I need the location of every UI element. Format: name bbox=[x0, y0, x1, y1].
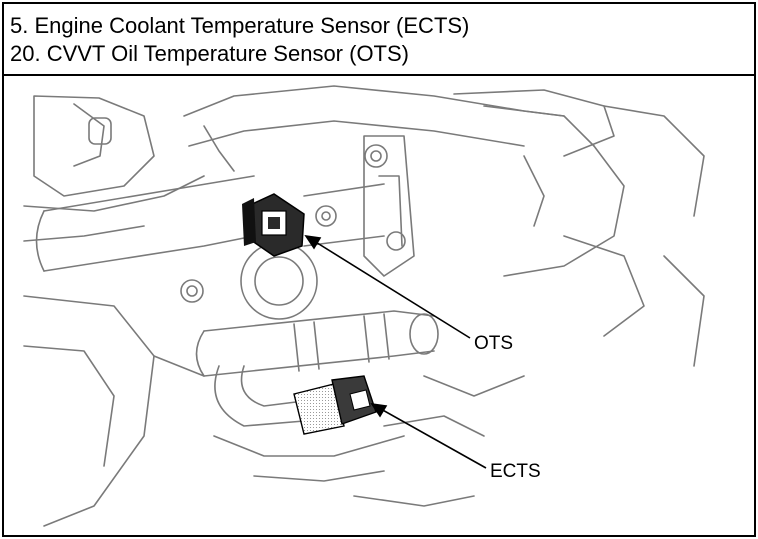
ots-leader-line bbox=[305, 235, 471, 339]
ects-leader-line bbox=[371, 403, 487, 469]
engine-illustration: OTS ECTS bbox=[4, 76, 754, 535]
ots-label: OTS bbox=[474, 333, 514, 354]
ects-arrowhead bbox=[370, 402, 388, 418]
legend-item-ots: 20. CVVT Oil Temperature Sensor (OTS) bbox=[10, 41, 409, 66]
legend-item-ects: 5. Engine Coolant Temperature Sensor (EC… bbox=[10, 13, 470, 38]
ects-sensor bbox=[293, 375, 377, 435]
ots-arrowhead bbox=[304, 234, 322, 250]
ots-sensor bbox=[242, 193, 305, 257]
legend-header: 5. Engine Coolant Temperature Sensor (EC… bbox=[4, 4, 754, 76]
ects-label: ECTS bbox=[490, 461, 541, 482]
engine-line-drawing bbox=[23, 85, 705, 527]
callout-leaders bbox=[304, 234, 487, 469]
